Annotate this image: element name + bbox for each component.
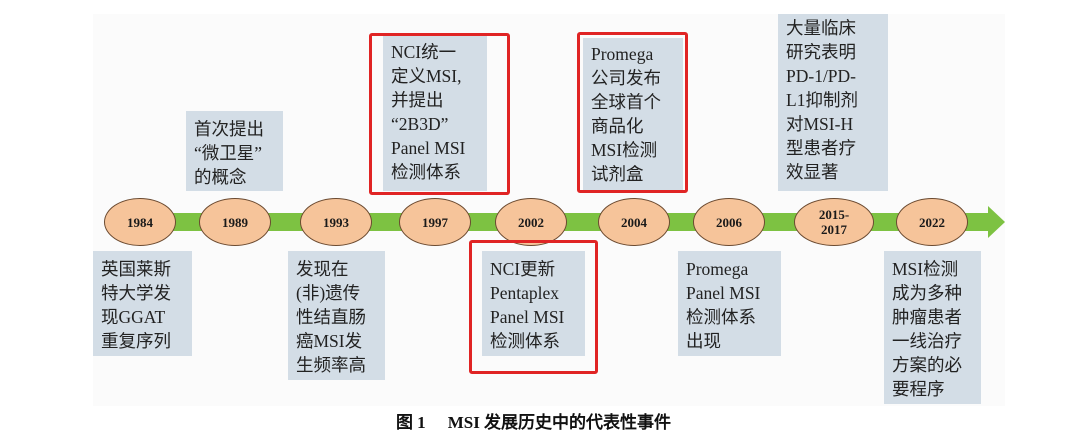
event-box-1993: 发现在 (非)遗传 性结直肠 癌MSI发 生频率高 bbox=[288, 251, 385, 380]
timeline-arrow-icon bbox=[988, 206, 1005, 238]
highlight-frame-2004 bbox=[577, 32, 688, 193]
figure-caption-text: MSI 发展历史中的代表性事件 bbox=[447, 413, 672, 432]
year-node-2002: 2002 bbox=[495, 198, 567, 246]
year-node-1993: 1993 bbox=[300, 198, 372, 246]
event-box-1997: NCI统一 定义MSI, 并提出 “2B3D” Panel MSI 检测体系 bbox=[383, 36, 487, 191]
event-box-2015-2017: 大量临床 研究表明 PD-1/PD- L1抑制剂 对MSI-H 型患者疗 效显著 bbox=[778, 14, 888, 191]
year-node-2004: 2004 bbox=[598, 198, 670, 246]
year-node-1984: 1984 bbox=[104, 198, 176, 246]
event-box-1984: 英国莱斯 特大学发 现GGAT 重复序列 bbox=[93, 251, 192, 356]
event-box-2006: Promega Panel MSI 检测体系 出现 bbox=[678, 251, 781, 356]
event-box-1989: 首次提出 “微卫星” 的概念 bbox=[186, 111, 283, 191]
year-node-2015-2017: 2015- 2017 bbox=[794, 198, 874, 246]
figure-caption-label: 图 1 bbox=[395, 413, 426, 432]
highlight-frame-1997 bbox=[369, 33, 510, 195]
highlight-frame-2002 bbox=[469, 240, 598, 374]
year-node-1997: 1997 bbox=[399, 198, 471, 246]
year-node-2022: 2022 bbox=[896, 198, 968, 246]
year-node-1989: 1989 bbox=[199, 198, 271, 246]
event-box-2002: NCI更新 Pentaplex Panel MSI 检测体系 bbox=[482, 251, 585, 356]
figure-caption: 图 1 MSI 发展历史中的代表性事件 bbox=[0, 408, 1067, 433]
year-node-2006: 2006 bbox=[693, 198, 765, 246]
event-box-2004: Promega 公司发布 全球首个 商品化 MSI检测 试剂盒 bbox=[583, 38, 683, 191]
event-box-2022: MSI检测 成为多种 肿瘤患者 一线治疗 方案的必 要程序 bbox=[884, 251, 981, 404]
